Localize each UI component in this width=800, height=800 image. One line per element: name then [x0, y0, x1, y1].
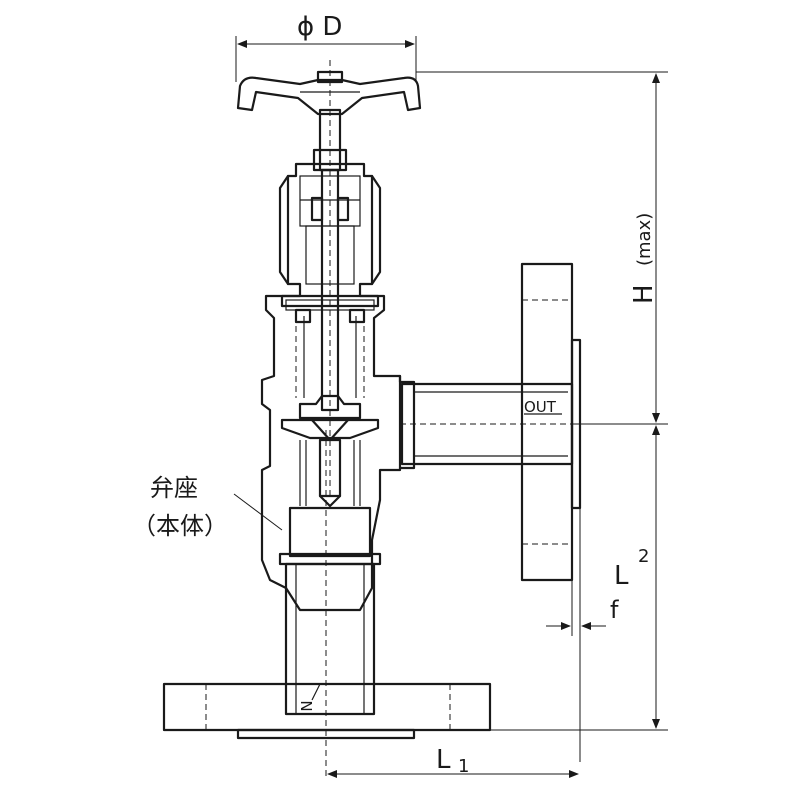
diameter-label: ϕ D [297, 12, 342, 42]
length-1-label: L [436, 745, 451, 775]
seat-label-line1: 弁座 [150, 474, 198, 502]
outlet-assembly: OUT [398, 262, 660, 582]
valve-stem [312, 60, 348, 500]
bonnet [278, 162, 382, 308]
callout-valve-seat: 弁座 （本体） [132, 474, 283, 540]
seat-label-line2: （本体） [132, 512, 228, 540]
length-1-subscript: 1 [458, 756, 469, 777]
length-2-label: L [614, 561, 629, 591]
valve-body [260, 294, 402, 612]
inlet-assembly: IN [162, 430, 492, 780]
height-note: (max) [634, 213, 655, 266]
dimension-flange: f [546, 508, 619, 762]
handwheel [236, 70, 422, 116]
dimension-diameter: ϕ D [235, 12, 417, 82]
dimension-height: H (max) [416, 71, 668, 425]
outlet-label: OUT [524, 398, 557, 416]
flange-label: f [610, 596, 619, 624]
dimension-length-1: L 1 [327, 745, 579, 778]
length-2-subscript: 2 [638, 546, 649, 567]
inlet-label: IN [298, 700, 316, 716]
height-label: H [629, 284, 659, 304]
dimension-length-2: L 2 [490, 425, 668, 731]
